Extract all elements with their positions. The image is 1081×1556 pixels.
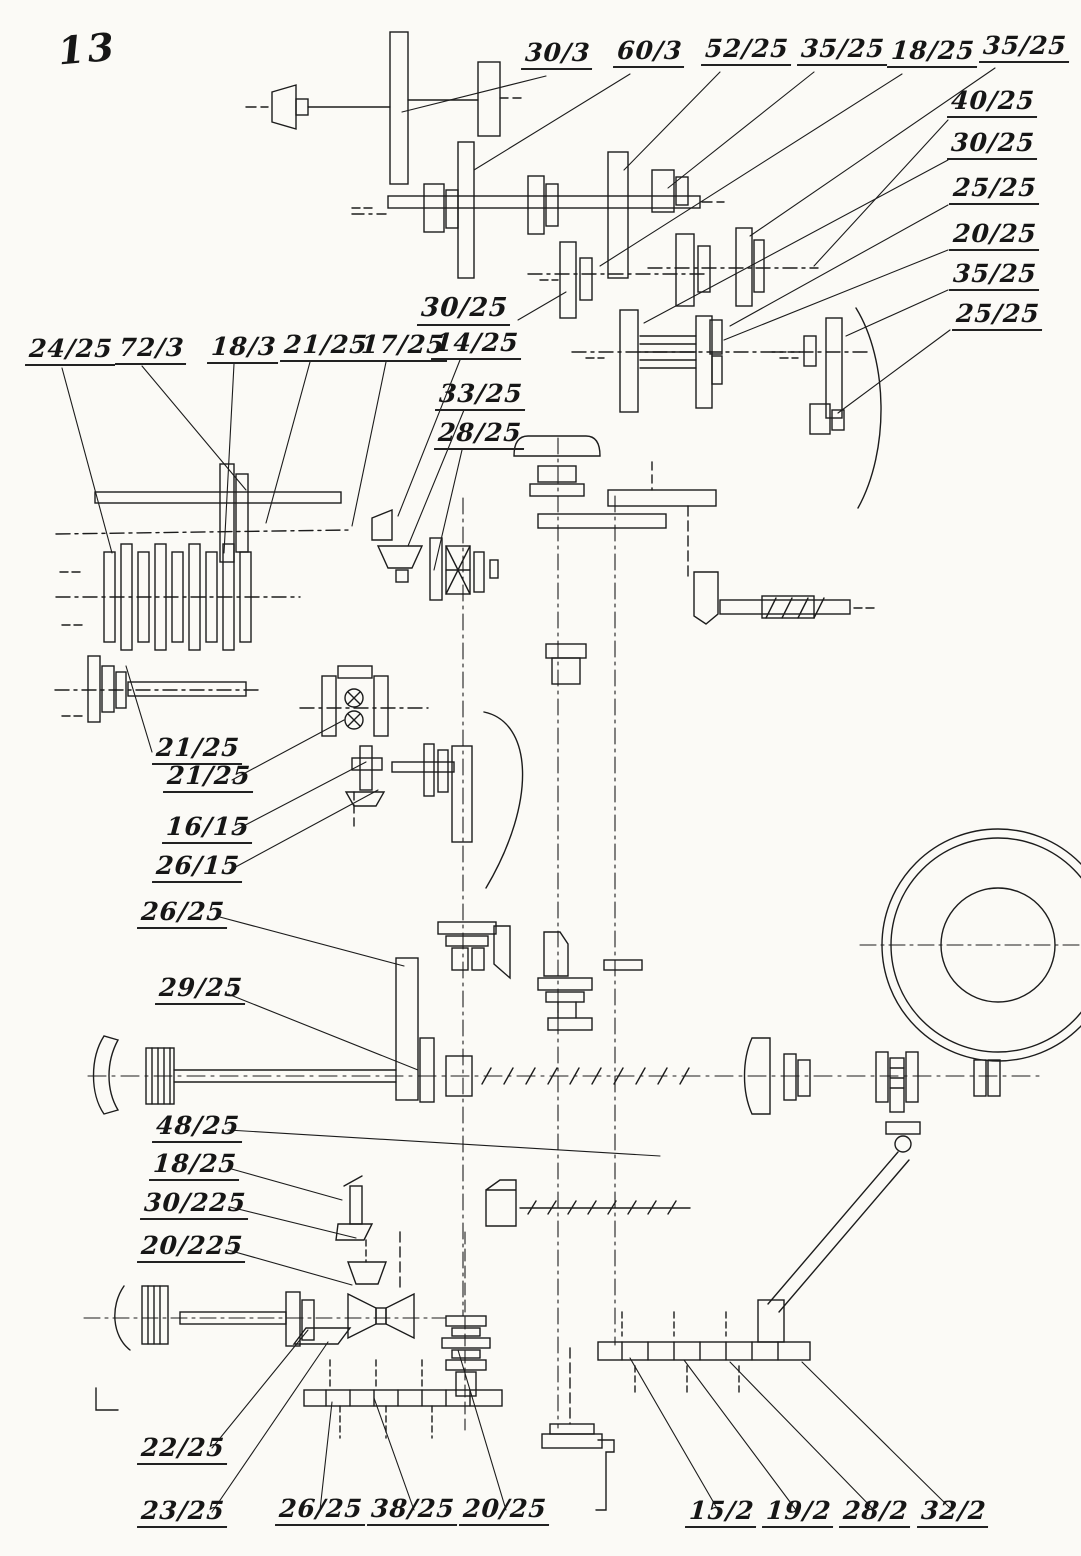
- label-18-25-a: 18/25: [886, 36, 979, 69]
- bottom-left-rack: [303, 1359, 503, 1439]
- label-26-25-b: 26/25: [274, 1494, 367, 1527]
- tension-bracket-assembly: [771, 307, 882, 509]
- label-15-2: 15/2: [684, 1496, 759, 1529]
- label-14-25: 14/25: [430, 328, 523, 361]
- right-gear-assembly: [647, 227, 819, 307]
- fork-bracket: [335, 1175, 387, 1285]
- label-23-25: 23/25: [136, 1496, 229, 1529]
- label-29-25: 29/25: [154, 973, 247, 1006]
- main-horizontal-shaft: [87, 957, 1043, 1115]
- label-20-225: 20/225: [136, 1231, 248, 1264]
- label-18-25-b: 18/25: [148, 1149, 241, 1182]
- label-48-25: 48/25: [151, 1111, 244, 1144]
- label-28-2: 28/2: [838, 1496, 913, 1529]
- label-16-15: 16/15: [161, 812, 254, 845]
- label-20-25-a: 20/25: [948, 219, 1041, 252]
- spring-barrel-assembly: [571, 309, 801, 413]
- label-25-25-a: 25/25: [948, 173, 1041, 206]
- bottom-cap: [541, 1347, 615, 1511]
- bottom-gear-stack: [441, 1231, 491, 1431]
- label-26-15: 26/15: [151, 851, 244, 884]
- lower-gear-rack: [597, 1299, 811, 1397]
- top-left-shaft-assembly: [245, 31, 523, 185]
- crank-fork-assembly: [344, 711, 524, 889]
- mid-lower-brackets: [437, 921, 643, 1031]
- balance-wheel: [859, 828, 1081, 1062]
- label-30-225: 30/225: [139, 1188, 251, 1221]
- right-mid-assembly: [607, 461, 875, 625]
- label-22-25: 22/25: [136, 1433, 229, 1466]
- label-25-25-b: 25/25: [951, 299, 1044, 332]
- page-number: 13: [56, 23, 119, 74]
- leader-lines: [61, 67, 996, 1513]
- feed-shaft: [485, 1179, 691, 1227]
- label-40-25: 40/25: [946, 86, 1039, 119]
- label-35-25-b: 35/25: [978, 31, 1071, 64]
- label-60-3: 60/3: [612, 36, 687, 69]
- label-52-25: 52/25: [700, 34, 793, 67]
- label-30-25-a: 30/25: [946, 128, 1039, 161]
- label-19-2: 19/2: [761, 1496, 836, 1529]
- label-30-25-b: 30/25: [416, 293, 512, 327]
- label-32-2: 32/2: [916, 1496, 991, 1529]
- lower-left-crank: [83, 1231, 447, 1411]
- mid-gear-pair: [527, 241, 705, 319]
- section-marks: [351, 207, 799, 359]
- bearing-assembly: [299, 665, 429, 737]
- label-26-25-a: 26/25: [136, 897, 229, 930]
- label-20-25-b: 20/25: [458, 1494, 551, 1527]
- left-gear-pack: [55, 463, 351, 651]
- center-clutch-parts: [371, 508, 499, 601]
- label-72-3: 72/3: [114, 333, 189, 366]
- label-18-3: 18/3: [206, 332, 281, 365]
- label-33-25: 33/25: [434, 379, 527, 412]
- label-21-25-c: 21/25: [162, 761, 255, 794]
- label-28-25: 28/25: [433, 418, 526, 451]
- label-24-25: 24/25: [24, 334, 117, 367]
- label-30-3: 30/3: [520, 38, 595, 71]
- label-35-25-c: 35/25: [948, 259, 1041, 292]
- label-38-25: 38/25: [366, 1494, 459, 1527]
- pitman-rod: [767, 1121, 921, 1313]
- upper-gear-train: [351, 141, 725, 279]
- lower-left-small-shaft: [54, 655, 263, 723]
- label-35-25-a: 35/25: [796, 34, 889, 67]
